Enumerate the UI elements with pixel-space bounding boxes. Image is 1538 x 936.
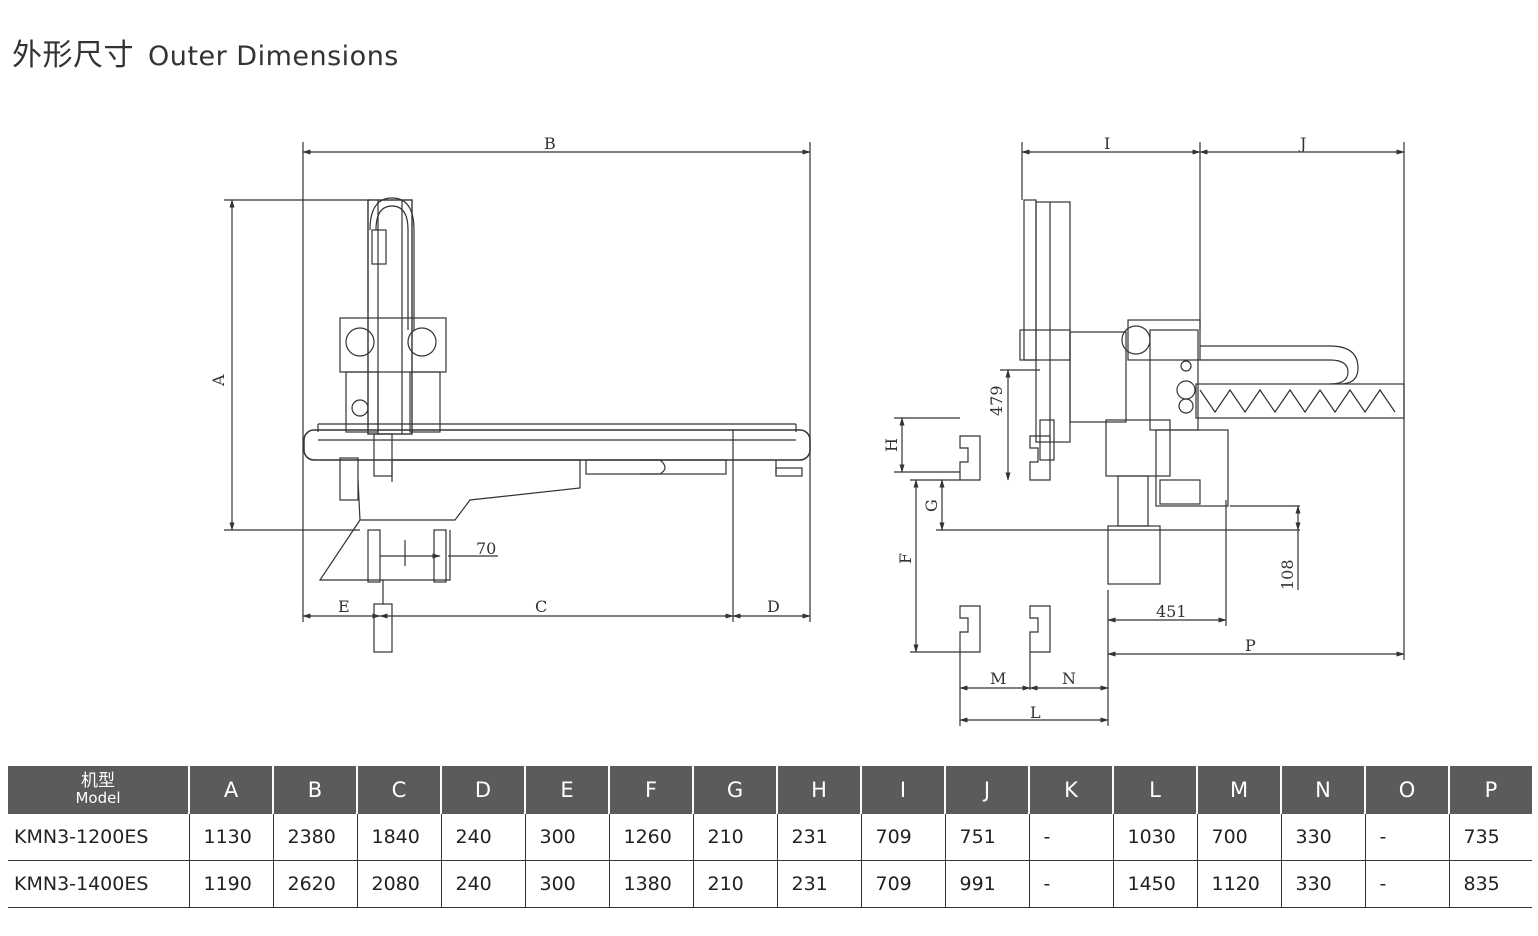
dim-label-n: N [1062, 669, 1076, 688]
table-row: KMN3-1400ES 1190 2620 2080 240 300 1380 … [8, 860, 1532, 908]
dim-label-479: 479 [987, 385, 1006, 416]
model-header-en: Model [75, 789, 121, 807]
dim-label-i: I [1104, 134, 1110, 153]
dim-label-c: C [535, 597, 547, 616]
title-cn: 外形尺寸 [12, 38, 134, 73]
value-cell: 231 [777, 860, 862, 908]
value-cell: 240 [441, 860, 526, 908]
col-header: M [1197, 766, 1282, 814]
dim-label-l: L [1030, 703, 1041, 722]
value-cell: 2380 [273, 814, 358, 861]
value-cell: 1190 [189, 860, 274, 908]
value-cell: 330 [1281, 860, 1366, 908]
value-cell: - [1365, 860, 1450, 908]
dim-label-j: J [1298, 134, 1306, 153]
model-cell: KMN3-1200ES [8, 814, 190, 861]
value-cell: 751 [945, 814, 1030, 861]
col-header: P [1449, 766, 1532, 814]
col-header: D [441, 766, 526, 814]
value-cell: 2620 [273, 860, 358, 908]
col-header: C [357, 766, 442, 814]
spec-table: 机型 Model A B C D E F G H I J K L M N O P… [8, 766, 1532, 908]
col-header: F [609, 766, 694, 814]
front-view-labels: B A E C D 70 [209, 134, 780, 616]
value-cell: 330 [1281, 814, 1366, 861]
model-header: 机型 Model [8, 766, 190, 814]
table-row: KMN3-1200ES 1130 2380 1840 240 300 1260 … [8, 814, 1532, 861]
dim-label-f: F [896, 553, 915, 564]
value-cell: 2080 [357, 860, 442, 908]
dim-label-p: P [1245, 636, 1256, 655]
value-cell: - [1029, 814, 1114, 861]
value-cell: 300 [525, 860, 610, 908]
dim-label-a: A [209, 374, 228, 387]
front-view [224, 142, 811, 653]
model-cell: KMN3-1400ES [8, 860, 190, 908]
value-cell: 1260 [609, 814, 694, 861]
value-cell: 240 [441, 814, 526, 861]
model-header-cn: 机型 [81, 771, 115, 791]
value-cell: 300 [525, 814, 610, 861]
col-header: I [861, 766, 946, 814]
value-cell: 835 [1449, 860, 1532, 908]
value-cell: 1380 [609, 860, 694, 908]
dimension-drawing: B A E C D 70 [209, 134, 1405, 726]
dim-label-b: B [544, 134, 556, 153]
title-en: Outer Dimensions [148, 41, 399, 72]
col-header: N [1281, 766, 1366, 814]
page-title: 外形尺寸 Outer Dimensions [12, 30, 399, 74]
value-cell: 1450 [1113, 860, 1198, 908]
col-header: L [1113, 766, 1198, 814]
dim-label-70: 70 [476, 539, 496, 558]
value-cell: 735 [1449, 814, 1532, 861]
dim-label-m: M [990, 669, 1006, 688]
col-header: G [693, 766, 778, 814]
side-view-labels: I J H 479 G F 108 451 P M N L [882, 134, 1306, 722]
col-header: H [777, 766, 862, 814]
value-cell: 1030 [1113, 814, 1198, 861]
value-cell: 1120 [1197, 860, 1282, 908]
col-header: K [1029, 766, 1114, 814]
table-header-row: 机型 Model A B C D E F G H I J K L M N O P [8, 766, 1532, 814]
value-cell: 210 [693, 860, 778, 908]
col-header: B [273, 766, 358, 814]
value-cell: - [1029, 860, 1114, 908]
value-cell: 231 [777, 814, 862, 861]
value-cell: 1840 [357, 814, 442, 861]
dim-label-108: 108 [1278, 559, 1297, 590]
value-cell: 991 [945, 860, 1030, 908]
value-cell: 210 [693, 814, 778, 861]
value-cell: 709 [861, 860, 946, 908]
value-cell: 1130 [189, 814, 274, 861]
side-view [894, 142, 1405, 726]
value-cell: - [1365, 814, 1450, 861]
dim-label-d: D [767, 597, 780, 616]
dim-label-h: H [882, 438, 901, 452]
col-header: J [945, 766, 1030, 814]
dim-label-451: 451 [1156, 602, 1187, 621]
col-header: O [1365, 766, 1450, 814]
col-header: E [525, 766, 610, 814]
value-cell: 709 [861, 814, 946, 861]
col-header: A [189, 766, 274, 814]
dim-label-e: E [338, 597, 350, 616]
dim-label-g: G [922, 499, 941, 512]
value-cell: 700 [1197, 814, 1282, 861]
